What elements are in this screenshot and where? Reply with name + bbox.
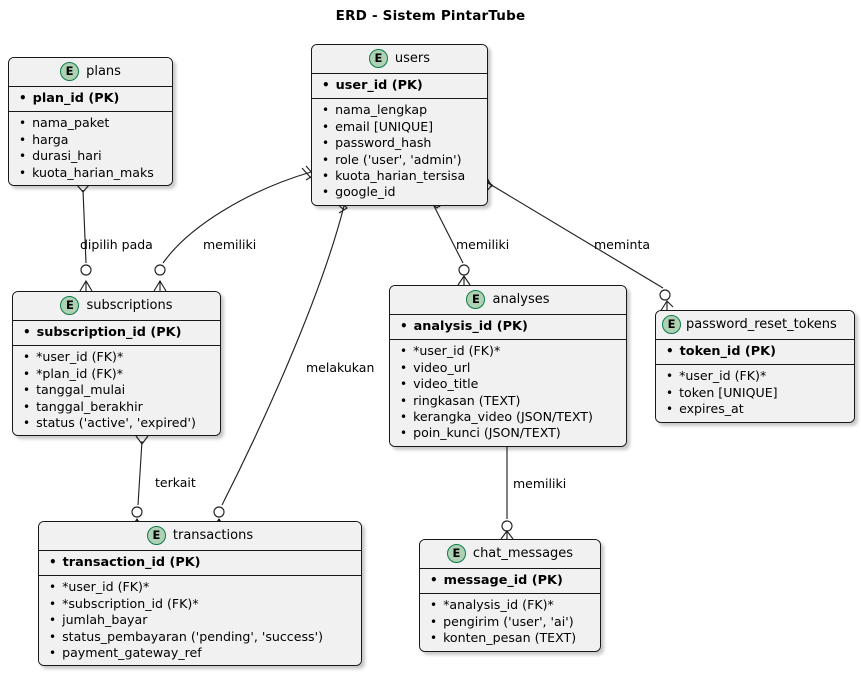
attribute: status ('active', 'expired') xyxy=(21,415,212,431)
attribute: payment_gateway_ref xyxy=(47,645,353,661)
relationship-label-memiliki-analyses: memiliki xyxy=(456,237,510,252)
entity-header-analyses: E analyses xyxy=(390,286,626,315)
entity-attribute-section: *user_id (FK)* *plan_id (FK)* tanggal_mu… xyxy=(13,346,220,436)
entity-pk-section: token_id (PK) xyxy=(656,340,854,366)
entity-icon: E xyxy=(368,49,388,68)
attribute-pk: user_id (PK) xyxy=(320,77,479,94)
attribute: harga xyxy=(17,132,164,148)
attribute: password_hash xyxy=(320,135,479,151)
entity-icon: E xyxy=(146,526,166,545)
entity-attribute-section: nama_lengkap email [UNIQUE] password_has… xyxy=(312,99,487,205)
entity-pk-section: message_id (PK) xyxy=(420,569,600,595)
attribute: email [UNIQUE] xyxy=(320,119,479,135)
attribute: konten_pesan (TEXT) xyxy=(428,630,592,646)
entity-name: plans xyxy=(86,64,121,79)
entity-icon: E xyxy=(466,290,486,309)
attribute: jumlah_bayar xyxy=(47,612,353,628)
attribute: expires_at xyxy=(664,401,846,417)
attribute: status_pembayaran ('pending', 'success') xyxy=(47,629,353,645)
relationship-label-memiliki-subscriptions: memiliki xyxy=(203,237,257,252)
attribute: *user_id (FK)* xyxy=(398,343,618,359)
attribute: poin_kunci (JSON/TEXT) xyxy=(398,425,618,441)
entity-pk-section: transaction_id (PK) xyxy=(39,551,361,577)
entity-plans[interactable]: E plans plan_id (PK) nama_paket harga du… xyxy=(8,57,173,187)
attribute: *user_id (FK)* xyxy=(21,349,212,365)
entity-pk-section: subscription_id (PK) xyxy=(13,321,220,347)
attribute-pk: transaction_id (PK) xyxy=(47,554,353,571)
attribute: google_id xyxy=(320,184,479,200)
entity-chat-messages[interactable]: E chat_messages message_id (PK) *analysi… xyxy=(419,539,601,652)
attribute: pengirim ('user', 'ai') xyxy=(428,614,592,630)
entity-icon: E xyxy=(446,544,466,563)
entity-name: password_reset_tokens xyxy=(686,317,837,332)
attribute: kuota_harian_maks xyxy=(17,165,164,181)
attribute-pk: subscription_id (PK) xyxy=(21,324,212,341)
attribute: ringkasan (TEXT) xyxy=(398,393,618,409)
entity-users[interactable]: E users user_id (PK) nama_lengkap email … xyxy=(311,44,488,206)
entity-name: subscriptions xyxy=(86,298,173,313)
attribute: nama_lengkap xyxy=(320,102,479,118)
entity-subscriptions[interactable]: E subscriptions subscription_id (PK) *us… xyxy=(12,291,221,437)
attribute: kerangka_video (JSON/TEXT) xyxy=(398,409,618,425)
entity-header-chat-messages: E chat_messages xyxy=(420,540,600,569)
attribute: *subscription_id (FK)* xyxy=(47,596,353,612)
entity-header-transactions: E transactions xyxy=(39,522,361,551)
attribute: *user_id (FK)* xyxy=(47,579,353,595)
entity-header-subscriptions: E subscriptions xyxy=(13,292,220,321)
attribute: tanggal_mulai xyxy=(21,382,212,398)
attribute: kuota_harian_tersisa xyxy=(320,168,479,184)
attribute: video_title xyxy=(398,376,618,392)
relationship-label-terkait: terkait xyxy=(155,475,196,490)
entity-icon: E xyxy=(60,296,80,315)
entity-icon: E xyxy=(662,315,681,334)
attribute: video_url xyxy=(398,360,618,376)
attribute: nama_paket xyxy=(17,115,164,131)
attribute: role ('user', 'admin') xyxy=(320,152,479,168)
attribute: *user_id (FK)* xyxy=(664,368,846,384)
entity-attribute-section: *user_id (FK)* token [UNIQUE] expires_at xyxy=(656,365,854,422)
connector-subscriptions-transactions xyxy=(130,430,149,529)
entity-attribute-section: *analysis_id (FK)* pengirim ('user', 'ai… xyxy=(420,594,600,651)
entity-pk-section: plan_id (PK) xyxy=(9,87,172,113)
entity-header-plans: E plans xyxy=(9,58,172,87)
attribute-pk: message_id (PK) xyxy=(428,572,592,589)
relationship-label-memiliki-chat: memiliki xyxy=(513,476,567,491)
entity-icon: E xyxy=(60,62,80,81)
entity-name: users xyxy=(394,51,431,66)
entity-pk-section: user_id (PK) xyxy=(312,74,487,100)
connector-users-transactions xyxy=(212,198,348,529)
entity-pk-section: analysis_id (PK) xyxy=(390,315,626,341)
relationship-label-meminta: meminta xyxy=(594,237,650,252)
attribute: tanggal_berakhir xyxy=(21,399,212,415)
entity-name: chat_messages xyxy=(472,546,574,561)
entity-header-password-reset-tokens: E password_reset_tokens xyxy=(656,311,854,340)
relationship-label-dipilih-pada: dipilih pada xyxy=(80,237,153,252)
entity-password-reset-tokens[interactable]: E password_reset_tokens token_id (PK) *u… xyxy=(655,310,855,423)
connector-users-subscriptions xyxy=(153,165,315,292)
entity-header-users: E users xyxy=(312,45,487,74)
entity-attribute-section: *user_id (FK)* *subscription_id (FK)* ju… xyxy=(39,576,361,666)
entity-transactions[interactable]: E transactions transaction_id (PK) *user… xyxy=(38,521,362,667)
page-title: ERD - Sistem PintarTube xyxy=(335,8,526,24)
attribute-pk: analysis_id (PK) xyxy=(398,318,618,335)
entity-analyses[interactable]: E analyses analysis_id (PK) *user_id (FK… xyxy=(389,285,627,447)
attribute: *plan_id (FK)* xyxy=(21,366,212,382)
attribute: token [UNIQUE] xyxy=(664,385,846,401)
attribute: durasi_hari xyxy=(17,148,164,164)
attribute-pk: token_id (PK) xyxy=(664,343,846,360)
attribute: *analysis_id (FK)* xyxy=(428,597,592,613)
entity-attribute-section: *user_id (FK)* video_url video_title rin… xyxy=(390,340,626,446)
entity-name: transactions xyxy=(172,528,254,543)
entity-name: analyses xyxy=(492,292,550,307)
attribute-pk: plan_id (PK) xyxy=(17,90,164,107)
connector-plans-subscriptions xyxy=(76,179,93,292)
relationship-label-melakukan: melakukan xyxy=(306,360,375,375)
entity-attribute-section: nama_paket harga durasi_hari kuota_haria… xyxy=(9,112,172,186)
